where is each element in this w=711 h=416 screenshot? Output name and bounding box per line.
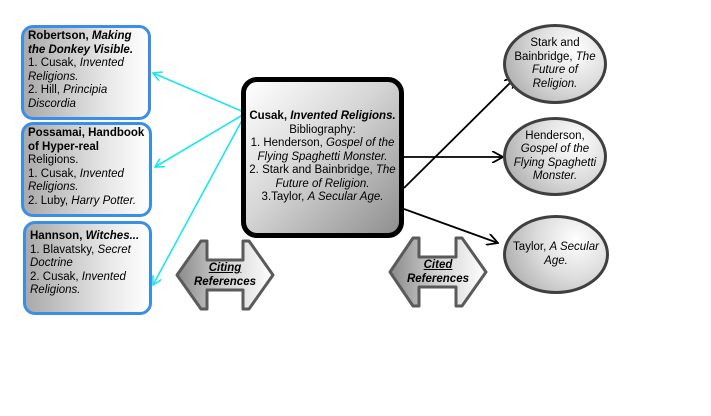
citing-author: Possamai, Handbook of Hyper-real bbox=[28, 127, 145, 153]
ref-title: Invented Religions. bbox=[28, 57, 124, 83]
bib-ref-num: 3.Taylor, bbox=[261, 191, 305, 204]
ref-title: Secret Doctrine bbox=[30, 243, 131, 270]
ref-num: 1. Cusak, bbox=[28, 57, 77, 69]
ref-title: Invented Religions. bbox=[30, 270, 126, 297]
central-author: Cusak, bbox=[249, 110, 288, 123]
cited-double-arrow-shape bbox=[388, 236, 488, 308]
citing-reference-hannson[interactable]: Hannson, Witches... 1. Blavatsky, Secret… bbox=[23, 221, 152, 315]
citing-label-line2: References bbox=[193, 276, 256, 288]
bib-ref-title: Gospel of the Flying Spaghetti Monster. bbox=[257, 137, 395, 163]
cited-reference-stark-bainbridge[interactable]: Stark and Bainbridge, The Future of Reli… bbox=[503, 24, 607, 104]
citing-title: Witches... bbox=[85, 230, 140, 242]
cited-author: Taylor, bbox=[513, 241, 547, 253]
bib-ref-title: The Future of Religion. bbox=[275, 164, 396, 190]
citing-arrow-1 bbox=[153, 73, 247, 114]
cited-reference-taylor[interactable]: Taylor, A Secular Age. bbox=[503, 215, 609, 294]
cited-references-label: Cited References bbox=[400, 258, 476, 286]
citing-author: Robertson, bbox=[28, 30, 89, 42]
citing-reference-possamai[interactable]: Possamai, Handbook of Hyper-real Religio… bbox=[21, 122, 152, 217]
ref-num: 1. Blavatsky, bbox=[30, 243, 95, 256]
citing-arrow-3 bbox=[153, 112, 247, 285]
ref-title: Principia Discordia bbox=[28, 84, 108, 110]
cited-text: Stark and Bainbridge, The Future of Reli… bbox=[510, 37, 600, 91]
citing-arrow-2 bbox=[155, 112, 247, 167]
bib-ref-num: 2. Stark and Bainbridge, bbox=[249, 164, 373, 177]
cited-arrow-1 bbox=[403, 77, 516, 189]
cited-reference-henderson[interactable]: Henderson, Gospel of the Flying Spaghett… bbox=[503, 117, 607, 196]
cited-title: The Future of Religion. bbox=[531, 50, 596, 90]
central-work-cusak[interactable]: Cusak, Invented Religions. Bibliography:… bbox=[241, 77, 404, 238]
bib-ref-num: 1. Henderson, bbox=[250, 137, 323, 150]
cited-author: Stark and Bainbridge, bbox=[514, 37, 580, 63]
citing-title: Making the Donkey Visible. bbox=[28, 30, 134, 56]
cited-text: Henderson, Gospel of the Flying Spaghett… bbox=[510, 130, 600, 184]
citing-references-label: Citing References bbox=[187, 261, 263, 289]
bibliography-label: Bibliography: bbox=[289, 123, 356, 136]
ref-num: 2. Cusak, bbox=[30, 270, 79, 283]
cited-title: A Secular Age. bbox=[544, 241, 599, 267]
central-work-text: Cusak, Invented Religions. Bibliography:… bbox=[248, 110, 397, 205]
citing-double-arrow-shape bbox=[175, 239, 275, 311]
cited-author: Henderson, bbox=[525, 129, 585, 142]
bib-ref-title: A Secular Age. bbox=[307, 191, 384, 204]
cited-label-line1: Cited bbox=[423, 259, 453, 271]
cited-text: Taylor, A Secular Age. bbox=[510, 241, 602, 268]
ref-num: 1. Cusak, bbox=[28, 167, 77, 180]
citing-author: Hannson, bbox=[30, 230, 83, 242]
ref-num: 2. Hill, bbox=[28, 84, 60, 96]
cited-label-line2: References bbox=[406, 273, 469, 285]
ref-num: 2. Luby, bbox=[28, 194, 69, 207]
ref-title: Harry Potter. bbox=[71, 194, 137, 207]
citing-label-line1: Citing bbox=[208, 262, 242, 274]
central-title: Invented Religions. bbox=[290, 110, 396, 123]
citing-reference-robertson[interactable]: Robertson, Making the Donkey Visible. 1.… bbox=[21, 25, 151, 120]
cited-title: Gospel of the Flying Spaghetti Monster. bbox=[513, 143, 597, 182]
citing-title: Religions. bbox=[28, 154, 79, 166]
ref-title: Invented Religions. bbox=[28, 167, 124, 194]
cited-arrow-3 bbox=[403, 208, 498, 243]
